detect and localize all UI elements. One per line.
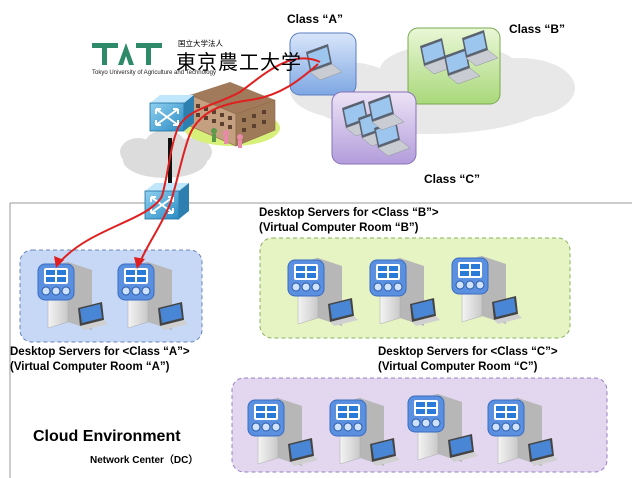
- group-c-label: Desktop Servers for <Class “C”> (Virtual…: [378, 345, 558, 375]
- group-b-label: Desktop Servers for <Class “B”> (Virtual…: [259, 206, 439, 236]
- network-center-label: Network Center（DC）: [90, 455, 199, 466]
- classroom-a: [289, 32, 357, 96]
- datacenter-border: [9, 202, 632, 478]
- group-a-line2: (Virtual Computer Room “A”): [10, 361, 170, 373]
- cable-arrowheads: [54, 256, 145, 269]
- group-c-line2: (Virtual Computer Room “C”): [378, 361, 538, 373]
- group-a-line1: Desktop Servers for <Class “A”>: [10, 346, 190, 358]
- campus-switch-icon: [149, 94, 195, 132]
- class-c-label: Class “C”: [424, 172, 481, 186]
- classroom-b: [407, 27, 501, 105]
- university-english-name: Tokyo University of Agriculture and Tech…: [92, 70, 216, 76]
- class-b-label: Class “B”: [509, 22, 566, 36]
- campus-building: [184, 82, 280, 148]
- university-kicker: 国立大学法人: [178, 39, 223, 48]
- class-a-label: Class “A”: [287, 12, 344, 26]
- cloud-environment-title: Cloud Environment: [33, 428, 181, 445]
- group-c-line1: Desktop Servers for <Class “C”>: [378, 346, 558, 358]
- group-b-line1: Desktop Servers for <Class “B”>: [259, 207, 439, 219]
- red-cables: [59, 57, 321, 263]
- tat-logo-icon: [92, 43, 162, 65]
- backbone-link: [168, 138, 172, 188]
- group-a-label: Desktop Servers for <Class “A”> (Virtual…: [10, 345, 190, 375]
- university-name: 東京農工大学: [176, 52, 302, 74]
- classroom-c: [331, 91, 417, 165]
- datacenter-switch-icon: [144, 182, 190, 220]
- group-b-line2: (Virtual Computer Room “B”): [259, 222, 419, 234]
